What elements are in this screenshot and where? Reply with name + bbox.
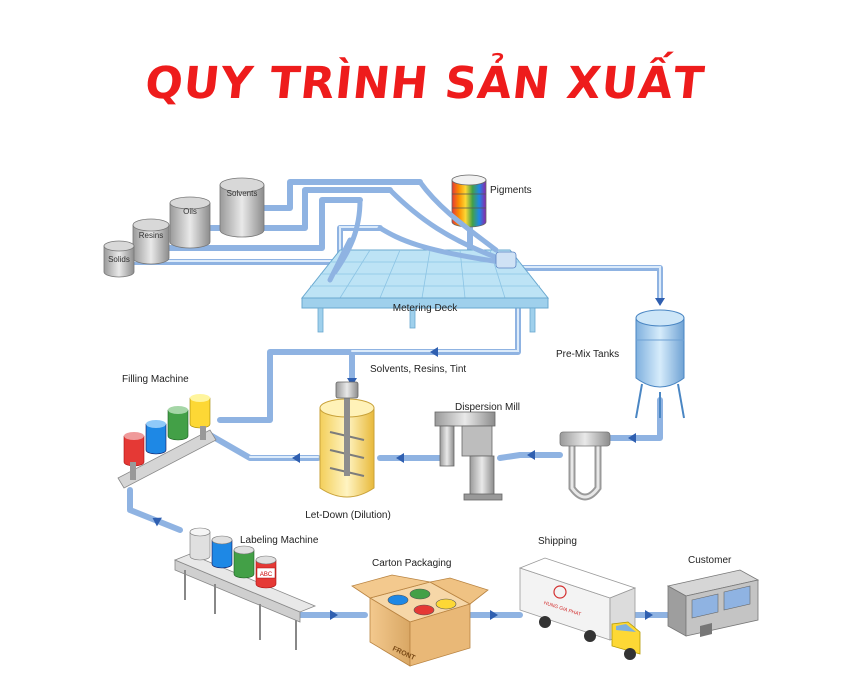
pipe-meter-to-mill: [497, 452, 563, 461]
label-filling-machine: Filling Machine: [122, 374, 189, 385]
mass-flow-meter-icon: [568, 441, 602, 501]
premix-tank-icon: [635, 309, 685, 419]
filling-cans: [123, 394, 211, 467]
tank-label-solids: Solids: [108, 255, 130, 264]
label-solvents-resins-tint: Solvents, Resins, Tint: [370, 364, 466, 375]
pigment-drum-icon: [451, 174, 487, 228]
flow-arrow-icon: [655, 298, 665, 306]
label-shipping: Shipping: [538, 536, 577, 547]
pipe-highlights: [111, 226, 661, 458]
label-customer: Customer: [688, 555, 732, 566]
label-metering-deck: Metering Deck: [393, 303, 458, 314]
mixing-vessel-icon: [319, 381, 375, 498]
storage-tank-icon: Solvents: [219, 177, 265, 238]
flow-arrow-icon: [645, 610, 653, 620]
dispersion-mill-icon: [434, 411, 503, 501]
filling-machine-icon: [117, 394, 217, 489]
carton-cans: [387, 588, 457, 616]
label-let-down: Let-Down (Dilution): [305, 510, 391, 521]
pipe-letdown-to-filling: [207, 432, 321, 461]
carton-box-icon: FRONT: [351, 574, 489, 667]
storage-tank-icon: Solids: [103, 240, 135, 278]
storage-tank-icon: Resins: [132, 218, 170, 265]
can-label: ABC: [260, 572, 273, 578]
tank-label-solvents: Solvents: [227, 189, 258, 198]
flow-arrow-icon: [396, 453, 404, 463]
label-dispersion-mill: Dispersion Mill: [455, 402, 520, 413]
tank-label-resins: Resins: [139, 231, 163, 240]
storefront-icon: [666, 569, 760, 637]
flow-arrow-icon: [628, 433, 636, 443]
flow-arrow-icon: [292, 453, 300, 463]
label-premix-tanks: Pre-Mix Tanks: [556, 349, 619, 360]
flow-arrow-icon: [490, 610, 498, 620]
pipe-resins: [147, 197, 363, 251]
delivery-truck-icon: HUNG GIA PHAT: [518, 557, 641, 660]
labeling-cans: ABC: [189, 527, 277, 589]
label-carton-packaging: Carton Packaging: [372, 558, 452, 569]
label-labeling-machine: Labeling Machine: [240, 535, 319, 546]
labeling-machine-icon: ABC: [173, 527, 317, 650]
storage-tanks: Solvents Oils Resins Solids: [103, 177, 265, 278]
pipe-filling-to-labeling: [127, 487, 183, 533]
flow-arrow-icon: [430, 347, 438, 357]
tank-label-oils: Oils: [183, 207, 197, 216]
flow-arrow-icon: [152, 517, 162, 527]
label-pigments: Pigments: [490, 185, 532, 196]
storage-tank-icon: Oils: [169, 196, 211, 249]
flow-arrow-icon: [330, 610, 338, 620]
metering-deck-icon: [300, 179, 550, 333]
flow-arrow-icon: [527, 450, 535, 460]
pipe-return: [217, 349, 413, 423]
